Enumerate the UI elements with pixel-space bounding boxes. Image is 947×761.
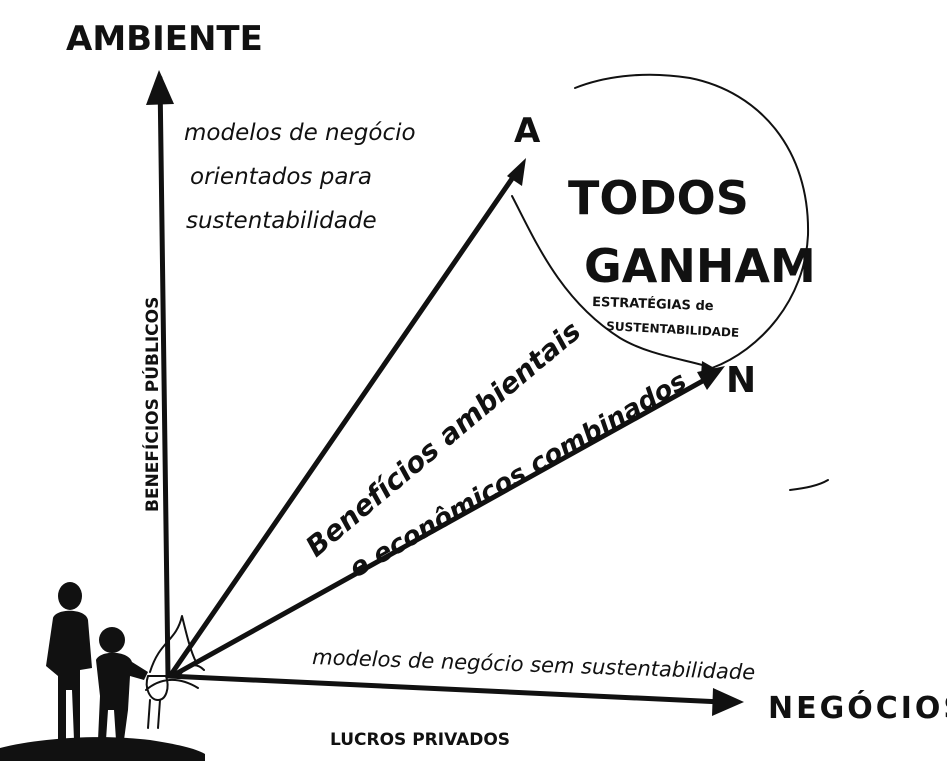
arrow-to-a: [167, 167, 521, 679]
arrow-to-n: [169, 375, 711, 679]
ground: [0, 737, 205, 761]
win-win-sub1: ESTRATÉGIAS de: [592, 294, 714, 314]
y-axis-side-label: BENEFÍCIOS PÚBLICOS: [141, 297, 163, 512]
creature-icon: [145, 675, 169, 729]
vertical-axis-arrow: [157, 75, 171, 679]
arrow-to-a-head: [507, 158, 526, 186]
horizontal-axis-arrow: [165, 673, 725, 705]
vertical-note-line3: sustentabilidade: [186, 208, 377, 234]
x-axis-bottom-label: LUCROS PRIVADOS: [330, 730, 510, 750]
point-a-label: A: [514, 111, 541, 151]
x-axis-title: NEGÓCIOS: [768, 689, 947, 726]
win-win-line2: GANHAM: [584, 239, 816, 293]
win-win-line1: TODOS: [568, 171, 749, 225]
y-axis-title: AMBIENTE: [66, 19, 263, 59]
origin-scribble: [145, 615, 205, 691]
vertical-note-line2: orientados para: [190, 164, 372, 190]
person-short-icon: [96, 627, 148, 740]
vertical-axis-arrowhead: [146, 70, 174, 105]
enclosure-arrowhead: [701, 361, 716, 376]
win-win-sub2: SUSTENTABILIDADE: [606, 319, 740, 340]
person-tall-icon: [46, 582, 92, 740]
horizontal-note: modelos de negócio sem sustentabilidade: [312, 645, 756, 684]
point-n-label: N: [726, 360, 756, 401]
stray-mark: [789, 479, 829, 491]
horizontal-axis-arrowhead: [712, 688, 744, 716]
vertical-note-line1: modelos de negócio: [184, 120, 416, 146]
win-win-enclosure: [511, 73, 810, 369]
